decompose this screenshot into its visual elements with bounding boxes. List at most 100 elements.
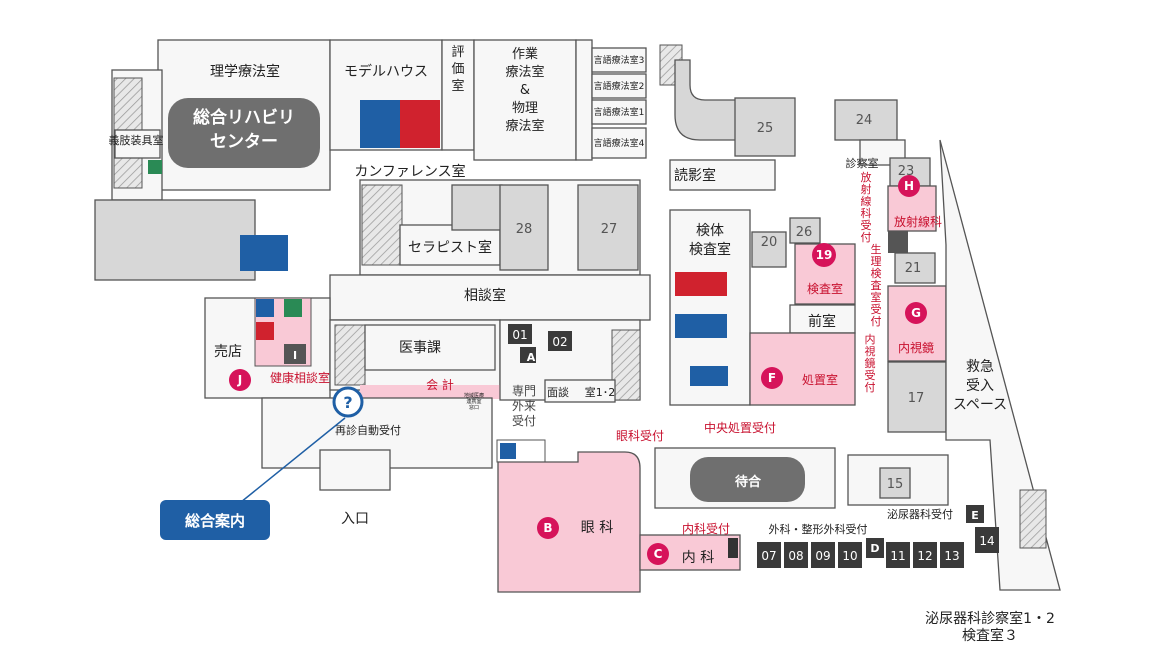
speech-4-label: 言語療法室4 xyxy=(593,139,645,149)
room-07 xyxy=(757,542,781,568)
consultation-label: 相談室 xyxy=(464,287,506,304)
room-12 xyxy=(913,542,937,568)
wheelchair-icon-2 xyxy=(284,299,302,317)
evaluation-label: 評 価 室 xyxy=(451,45,465,94)
room-number-labels: 01 02 07 08 09 10 11 12 13 14 xyxy=(512,328,994,563)
prosthetics-room xyxy=(114,129,161,159)
entrance-door xyxy=(319,449,391,491)
exam-room-label: 診察室 xyxy=(846,156,879,170)
num-10: 10 xyxy=(842,549,857,563)
surgery-reception-label: 外科・整形外科受付 xyxy=(769,522,868,536)
room-11 xyxy=(886,542,910,568)
num-01: 01 xyxy=(512,328,527,342)
num-20: 20 xyxy=(761,235,778,250)
medical-affairs-label: 医事課 xyxy=(399,340,441,356)
badge-b xyxy=(537,517,559,539)
ophthalmology-label: 眼 科 xyxy=(581,520,613,536)
badge-j xyxy=(229,369,251,391)
num-26: 26 xyxy=(796,225,813,240)
info-question-glyph: ? xyxy=(343,393,352,412)
reading-room xyxy=(669,159,776,191)
num-12: 12 xyxy=(917,549,932,563)
info-leader-line xyxy=(224,417,346,516)
num-11: 11 xyxy=(890,549,905,563)
num-19: 19 xyxy=(816,248,833,262)
letter-c: C xyxy=(654,547,663,561)
stair-conf xyxy=(361,184,403,266)
num-25: 25 xyxy=(757,121,774,136)
endoscopy-label: 内視鏡 xyxy=(898,340,934,355)
room-24 xyxy=(834,99,898,141)
room-25 xyxy=(734,97,796,157)
accounting-counter xyxy=(360,385,500,399)
letter-f: F xyxy=(768,371,776,385)
room-26 xyxy=(789,217,821,244)
letter-b: B xyxy=(543,521,552,535)
badge-19 xyxy=(812,243,836,267)
room-15 xyxy=(879,467,911,499)
internal-marker xyxy=(728,538,738,558)
num-27: 27 xyxy=(601,222,618,237)
health-consult-label: 健康相談室 xyxy=(270,370,330,385)
conference-label: カンファレンス室 xyxy=(354,163,465,180)
exam-room-top xyxy=(859,139,906,166)
room-27 xyxy=(577,184,639,271)
letter-d: D xyxy=(870,542,879,555)
num-07: 07 xyxy=(761,549,776,563)
room-13 xyxy=(940,542,964,568)
letter-e-box xyxy=(966,505,984,523)
room-number-labels-gray: 15 17 20 21 23 24 25 26 27 28 xyxy=(516,113,925,492)
prosthetics-label: 義肢装具室 xyxy=(109,133,164,147)
letter-i: I xyxy=(293,349,297,362)
info-question-icon xyxy=(332,386,364,418)
num-13: 13 xyxy=(944,549,959,563)
ramp xyxy=(674,59,741,141)
num-14: 14 xyxy=(979,534,994,548)
radiology-reception-label: 放 射 線 科 受 付 xyxy=(860,171,872,244)
letter-h: H xyxy=(904,179,914,193)
urology-rooms-line1: 泌尿器科診察室1・2 xyxy=(925,610,1055,627)
model-house-label: モデルハウス xyxy=(344,63,428,80)
urology-rooms-line2: 検査室３ xyxy=(962,627,1018,644)
toilet-blue xyxy=(675,314,727,338)
medical-affairs-room xyxy=(364,324,496,371)
speech-room-2 xyxy=(591,73,647,99)
physio-reception-label: 生 理 検 査 室 受 付 xyxy=(870,243,882,328)
room-21 xyxy=(894,252,936,284)
elevator-icon xyxy=(240,235,288,271)
letter-e: E xyxy=(971,509,979,522)
toilet-icon-2 xyxy=(256,322,274,340)
room-20 xyxy=(751,231,787,268)
toilet-red xyxy=(675,272,727,296)
internal-label: 内 科 xyxy=(682,550,714,566)
room-08 xyxy=(784,542,808,568)
num-21: 21 xyxy=(905,261,922,276)
num-28: 28 xyxy=(516,222,533,237)
speech-2-label: 言語療法室2 xyxy=(593,82,645,92)
badge-c xyxy=(647,543,669,565)
emergency-space xyxy=(939,139,1061,591)
internal-reception-label: 内科受付 xyxy=(682,522,730,536)
room-28 xyxy=(499,184,549,271)
letter-a-box xyxy=(520,347,536,363)
general-info-box[interactable] xyxy=(160,500,270,540)
num-15: 15 xyxy=(887,477,904,492)
letter-h-box xyxy=(888,231,908,253)
num-08: 08 xyxy=(788,549,803,563)
toilet-men-icon xyxy=(360,100,400,148)
letter-a: A xyxy=(527,351,536,364)
escalator-icon xyxy=(500,443,516,459)
badge-h xyxy=(898,175,920,197)
interview-room xyxy=(544,379,616,403)
room-02 xyxy=(548,331,572,351)
letter-i-box xyxy=(284,344,306,364)
letter-j: J xyxy=(237,373,242,387)
reading-label: 読影室 xyxy=(674,167,716,184)
ophthalmology-room xyxy=(497,451,641,593)
room-17 xyxy=(887,361,947,433)
stair-accounts xyxy=(334,324,366,386)
revisit-reception-label: 再診自動受付 xyxy=(335,423,401,437)
stair-mid xyxy=(611,329,641,401)
rehab-center-badge xyxy=(168,98,320,168)
